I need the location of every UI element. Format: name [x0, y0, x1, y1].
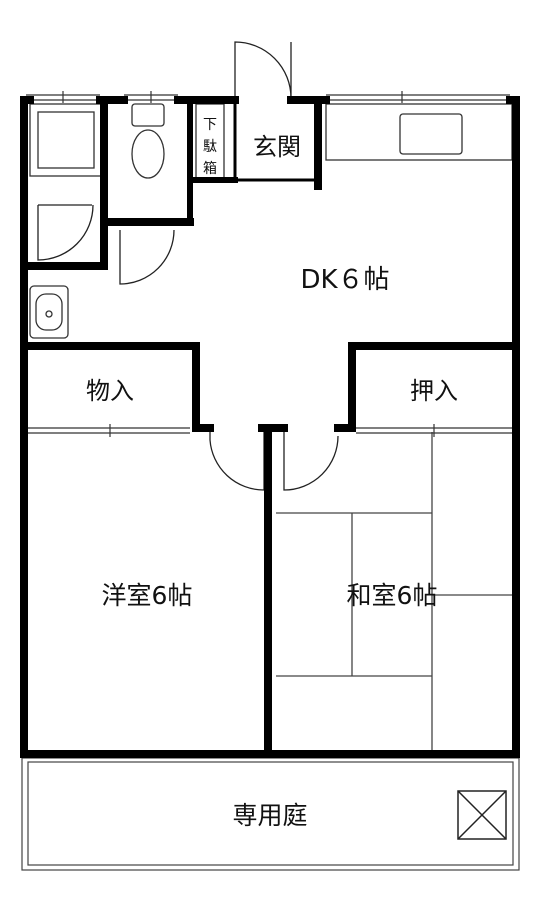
shoe-box-label-1: 下	[203, 117, 217, 133]
laundry-fixture	[29, 103, 103, 177]
japanese-room-label: 和室6帖	[347, 581, 438, 610]
tatami-mats	[276, 432, 512, 752]
closet-right-label: 押入	[410, 377, 458, 405]
garden-label: 専用庭	[232, 801, 307, 830]
shoe-box-label-3: 箱	[203, 161, 217, 177]
doors	[37, 41, 339, 491]
kitchen-sink-icon	[325, 103, 513, 161]
windows	[26, 91, 512, 437]
wash-basin-icon	[29, 285, 69, 339]
drain-icon	[457, 790, 507, 840]
storage-left-label: 物入	[86, 377, 134, 405]
walls	[20, 96, 520, 758]
western-room-label: 洋室6帖	[102, 581, 193, 610]
dk-label: DK６帖	[300, 265, 389, 295]
entrance-label: 玄関	[253, 133, 301, 161]
toilet-icon	[131, 103, 165, 179]
shoe-box-label-2: 駄	[203, 139, 217, 155]
